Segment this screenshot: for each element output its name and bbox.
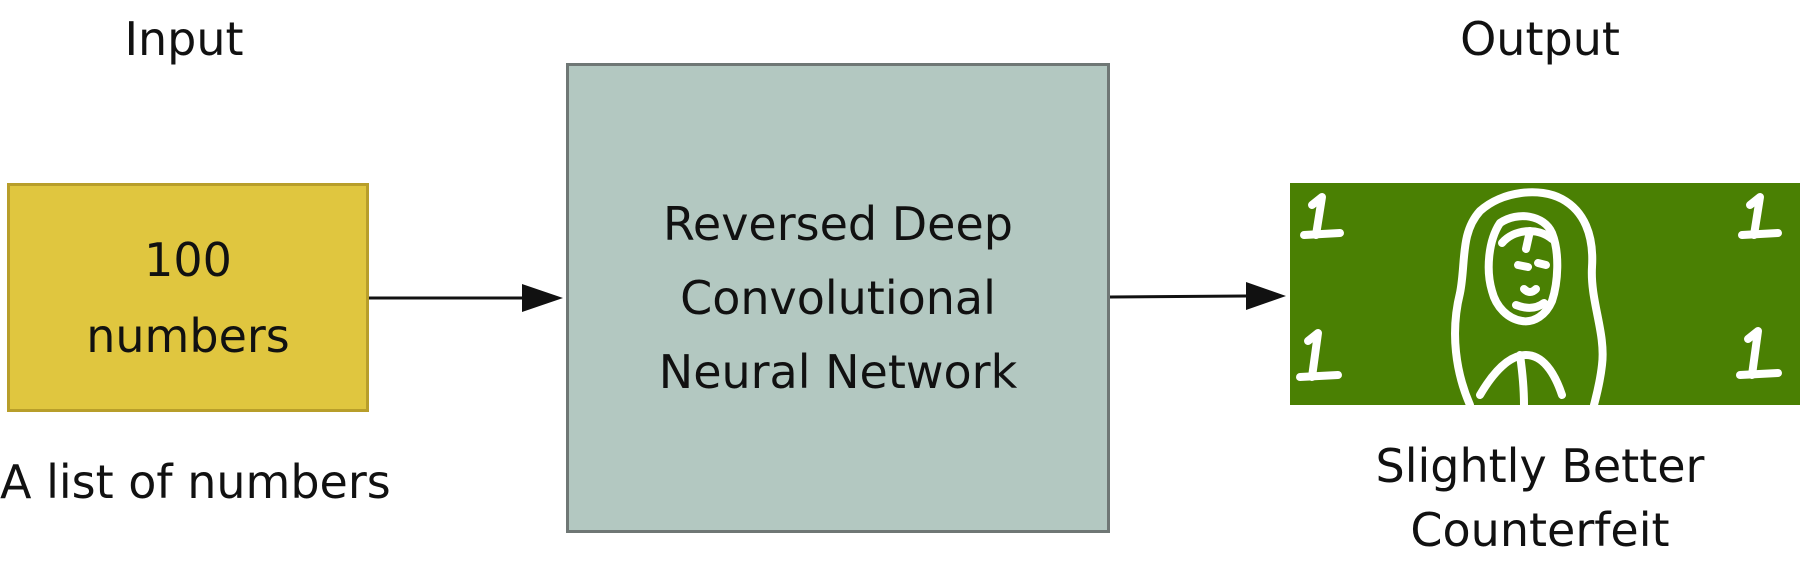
- output-caption-line-2: Counterfeit: [1410, 503, 1670, 557]
- network-line-1: Reversed Deep: [663, 197, 1013, 251]
- network-box: Reversed Deep Convolutional Neural Netwo…: [566, 63, 1110, 533]
- network-to-output-arrow: [1109, 282, 1286, 310]
- input-to-network-arrow: [369, 284, 563, 312]
- corner-one-bottom-right-icon: [1736, 327, 1782, 379]
- corner-one-top-right-icon: [1738, 193, 1782, 239]
- output-caption-line-1: Slightly Better: [1375, 439, 1705, 493]
- corner-one-bottom-left-icon: [1296, 329, 1342, 381]
- output-caption: Slightly Better Counterfeit: [1360, 434, 1720, 562]
- output-heading: Output: [1460, 12, 1620, 66]
- input-box-line-2: numbers: [86, 308, 290, 363]
- input-box-line-1: 100: [144, 232, 232, 287]
- bill-background: [1290, 183, 1800, 405]
- network-line-2: Convolutional: [680, 271, 996, 325]
- input-box: 100 numbers: [7, 183, 369, 412]
- counterfeit-bill-image: [1290, 183, 1800, 405]
- corner-one-top-left-icon: [1300, 193, 1344, 239]
- input-caption: A list of numbers: [0, 455, 391, 509]
- input-heading: Input: [124, 12, 244, 66]
- network-line-3: Neural Network: [658, 345, 1018, 399]
- portrait-icon: [1451, 188, 1607, 405]
